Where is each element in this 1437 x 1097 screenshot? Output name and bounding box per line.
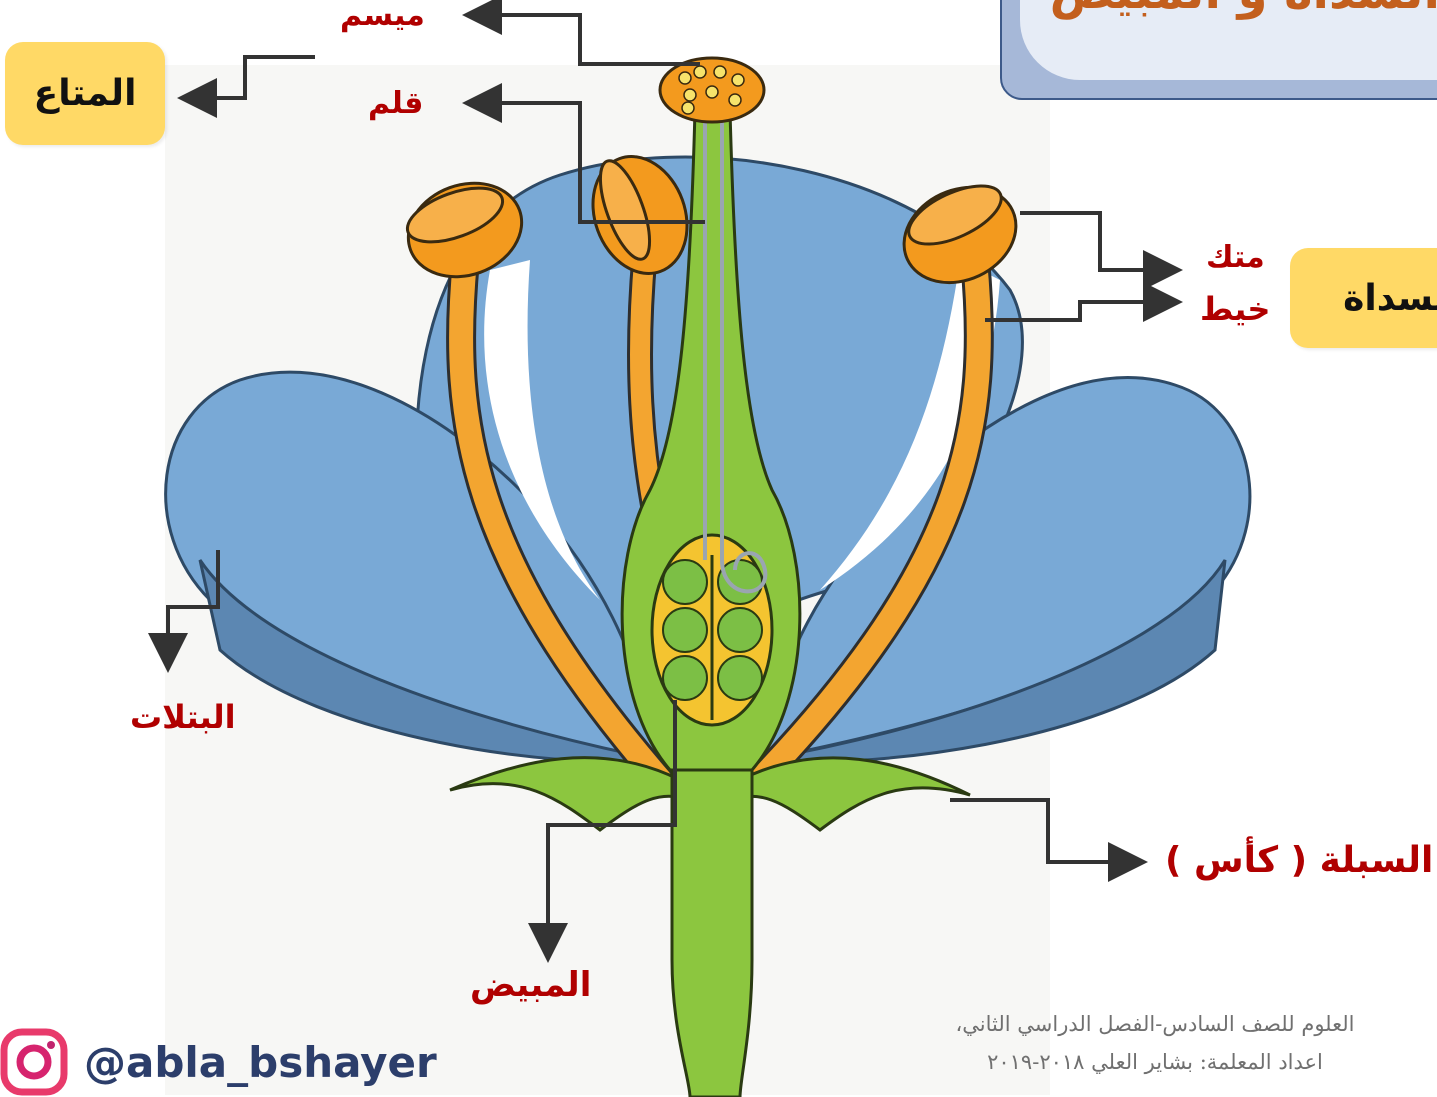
credit-text: العلوم للصف السادس-الفصل الدراسي الثاني،… <box>920 1005 1390 1081</box>
pistil-box: المتاع <box>5 42 165 145</box>
title-banner-inner: السداة و المبيض <box>1020 0 1437 80</box>
credit-line-2: اعداد المعلمة: بشاير العلي ٢٠١٨-٢٠١٩ <box>920 1043 1390 1081</box>
label-sepal: السبلة ( كأس ) <box>1165 840 1433 881</box>
social-handle: @abla_bshayer <box>0 1028 437 1096</box>
leader-stigma <box>470 15 700 64</box>
stamen-box: السداة <box>1290 248 1437 348</box>
label-anther: متك <box>1206 240 1265 275</box>
instagram-handle: @abla_bshayer <box>84 1038 437 1087</box>
label-style: قلم <box>368 86 423 121</box>
page-title: السداة و المبيض <box>1050 0 1437 20</box>
label-petals: البتلات <box>130 698 236 736</box>
instagram-icon <box>0 1028 68 1096</box>
label-stigma: ميسم <box>340 0 425 33</box>
label-ovary: المبيض <box>470 965 591 1005</box>
credit-line-1: العلوم للصف السادس-الفصل الدراسي الثاني، <box>920 1005 1390 1043</box>
label-filament: خيط <box>1200 290 1270 328</box>
